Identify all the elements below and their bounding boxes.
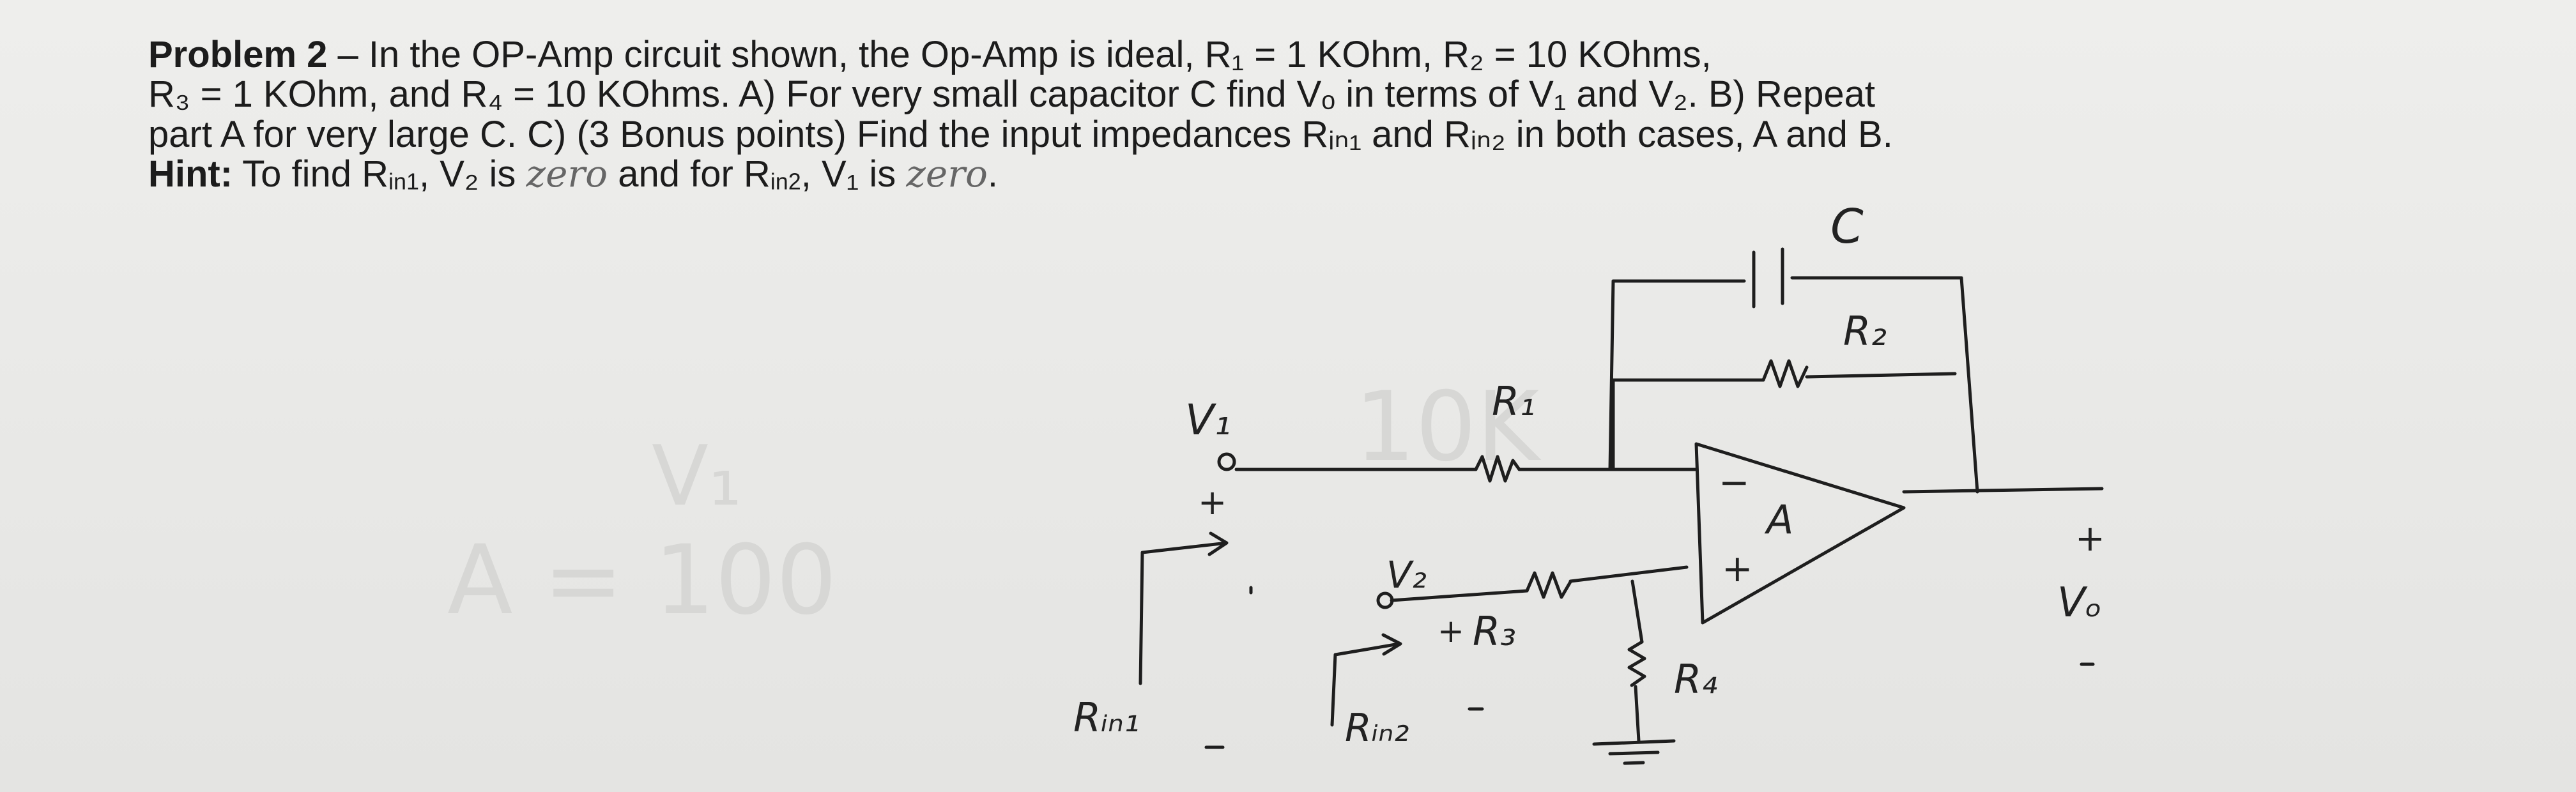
v2-input-wire: [1390, 589, 1529, 602]
rin2-arrow: [1330, 633, 1402, 727]
v1-terminal: [1217, 452, 1236, 471]
capacitor-plates: [1752, 247, 1784, 308]
problem-line-1-text: – In the OP-Amp circuit shown, the Op-Am…: [327, 34, 1712, 75]
r4-resistor: [1627, 640, 1646, 687]
problem-line-1: Problem 2 – In the OP-Amp circuit shown,…: [148, 33, 1712, 76]
problem-title: Problem 2: [148, 34, 328, 75]
r2-right-wire: [1805, 372, 1957, 379]
problem-line-3: part A for very large C. C) (3 Bonus poi…: [148, 114, 1893, 155]
inverting-input-sign: −: [1719, 461, 1750, 504]
hint-sub-in2: in2: [770, 168, 801, 195]
r1-resistor: [1474, 455, 1521, 483]
hint-text-e: .: [987, 153, 999, 195]
problem-line-2: R₃ = 1 KOhm, and R₄ = 10 KOhms. A) For v…: [148, 73, 1875, 115]
r2-resistor: [1761, 359, 1809, 388]
v2-plus-sign: +: [1438, 613, 1464, 650]
v1-plus-sign: +: [1198, 482, 1227, 522]
handwritten-zero-1: zero: [526, 152, 608, 195]
op-amp-triangle: [1694, 442, 1906, 625]
hint-text-d: , V₁ is: [801, 153, 907, 195]
r1-label: R₁: [1492, 378, 1535, 425]
capacitor-right-wire: [1790, 276, 1979, 494]
rin2-label: Rᵢₙ₂: [1345, 706, 1409, 750]
hint-sub-in1: in1: [388, 168, 419, 195]
v1-label: V₁: [1185, 395, 1231, 445]
vo-label: Vₒ: [2057, 579, 2102, 627]
op-amp-gain-label: A: [1764, 496, 1793, 543]
ground-symbol: [1592, 739, 1676, 765]
r3-label: R₃: [1473, 608, 1516, 655]
rin1-label: Rᵢₙ₁: [1073, 694, 1140, 741]
v2-terminal: [1376, 591, 1394, 609]
r3-to-noninverting-wire: [1568, 565, 1689, 583]
background-ghost-text: A = 100 10K V₁: [447, 372, 1542, 636]
hint-label: Hint:: [148, 153, 233, 195]
hint-text-c: and for R: [608, 153, 770, 195]
r4-bottom-wire: [1634, 685, 1641, 743]
output-wire: [1902, 487, 2104, 494]
feedback-node-wire: [1608, 279, 1615, 471]
noninverting-input-sign: +: [1722, 547, 1753, 590]
rin1-arrow: [1138, 531, 1229, 685]
hint-text-b: , V₂ is: [419, 153, 526, 195]
ghost-text-v: V₁: [652, 427, 742, 524]
v2-label: V₂: [1386, 553, 1427, 597]
capacitor-label: C: [1830, 199, 1864, 254]
r4-label: R₄: [1674, 656, 1717, 703]
hint-text-a: To find R: [233, 153, 389, 195]
r4-top-wire: [1630, 579, 1644, 644]
r3-resistor: [1525, 571, 1572, 599]
vo-plus-sign: +: [2075, 518, 2105, 560]
ghost-text-a: A = 100: [447, 525, 837, 636]
r2-label: R₂: [1843, 308, 1887, 354]
hint-line: Hint: To find Rin1, V₂ is zero and for R…: [148, 152, 998, 195]
handwritten-zero-2: zero: [906, 152, 988, 195]
